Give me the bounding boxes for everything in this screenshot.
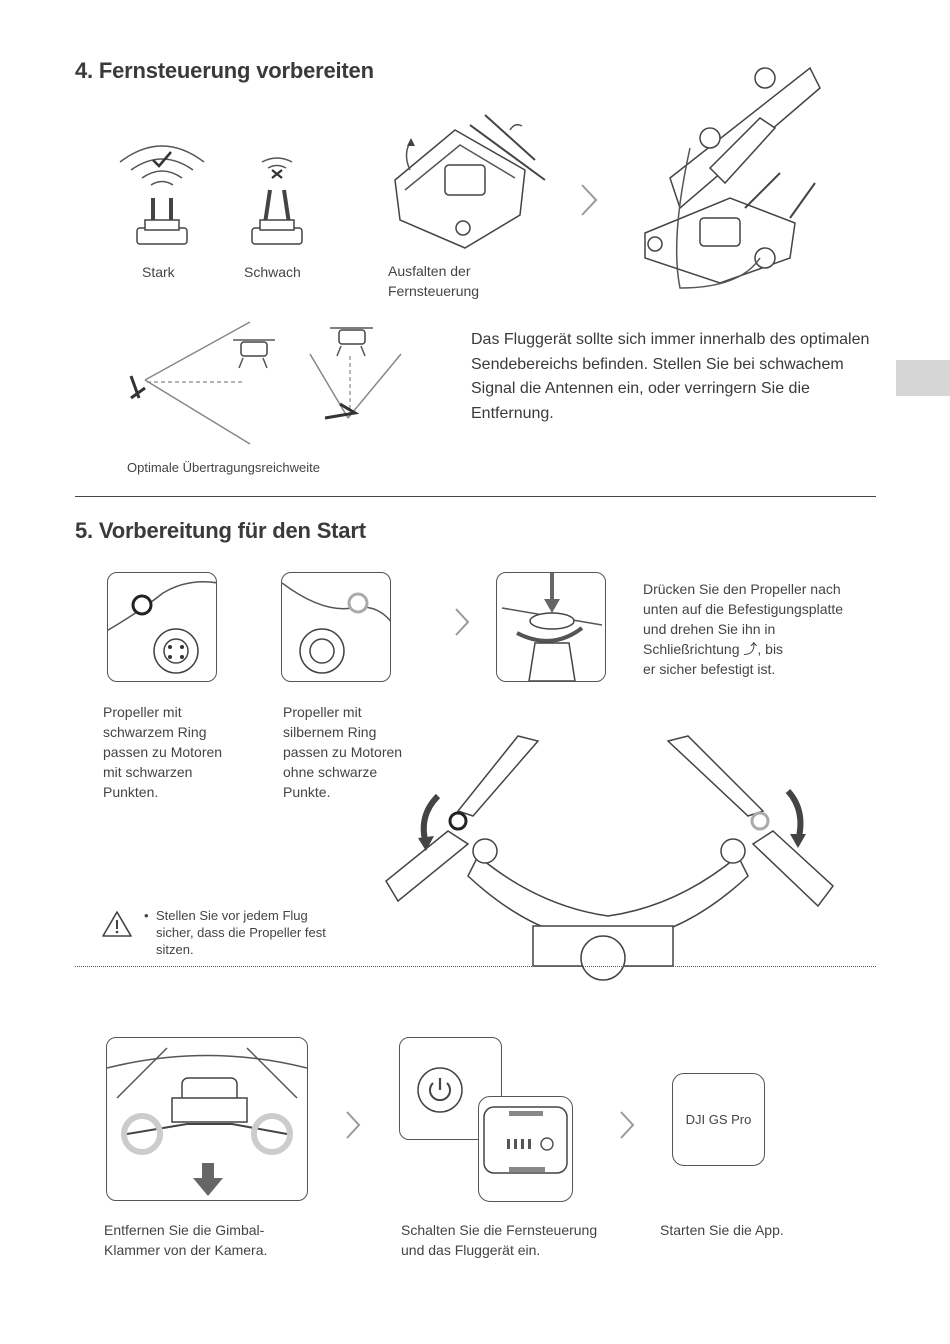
- black-ring-caption: Propeller mit schwarzem Ring passen zu M…: [103, 704, 223, 800]
- dji-gs-pro-app-tile[interactable]: DJI GS Pro: [672, 1073, 765, 1166]
- silver-ring-motor-image: [281, 572, 391, 682]
- silver-ring-caption: Propeller mit silbernem Ring passen zu M…: [283, 704, 403, 800]
- warning-text: Stellen Sie vor jedem Flug sicher, dass …: [156, 908, 326, 957]
- press-instructions: Drücken Sie den Propeller nach unten auf…: [643, 581, 844, 677]
- chevron-right-icon: [455, 608, 470, 636]
- black-ring-motor-image: [107, 572, 217, 682]
- section-divider: [75, 496, 876, 497]
- drone-near-icon: [233, 339, 275, 369]
- app-caption: Starten Sie die App.: [660, 1222, 784, 1238]
- section4-title: 4. Fernsteuerung vorbereiten: [75, 58, 374, 83]
- rc-with-device-illustration: [644, 66, 821, 289]
- warning-triangle-icon: [102, 911, 132, 937]
- battery-image: [478, 1096, 573, 1202]
- gimbal-caption: Entfernen Sie die Gimbal- Klammer von de…: [104, 1222, 268, 1258]
- dotted-divider: [75, 966, 876, 967]
- weak-signal-illustration: [251, 157, 303, 245]
- drone-overhead-icon: [330, 327, 373, 357]
- app-tile-label: DJI GS Pro: [685, 1112, 752, 1127]
- section4-paragraph: Das Fluggerät sollte sich immer innerhal…: [471, 331, 870, 422]
- section5-title: 5. Vorbereitung für den Start: [75, 518, 366, 543]
- label-range: Optimale Übertragungsreichweite: [127, 460, 320, 475]
- label-strong: Stark: [142, 264, 175, 280]
- power-caption: Schalten Sie die Fernsteuerung und das F…: [401, 1222, 598, 1258]
- transmission-range-diagram: [129, 321, 402, 445]
- unfold-rc-illustration: [394, 114, 546, 249]
- gimbal-clamp-image: [106, 1037, 308, 1201]
- label-unfold: Ausfalten der Fernsteuerung: [388, 263, 480, 299]
- side-tab: [896, 360, 950, 396]
- warning-bullet: •: [144, 908, 149, 923]
- cross-icon: [271, 169, 283, 179]
- check-icon: [152, 151, 172, 168]
- chevron-right-icon: [346, 1111, 361, 1139]
- chevron-right-icon: [581, 184, 598, 216]
- strong-signal-illustration: [119, 145, 205, 245]
- label-weak: Schwach: [244, 264, 301, 280]
- press-propeller-image: [496, 572, 606, 682]
- chevron-right-icon: [620, 1111, 635, 1139]
- arrow-down-icon: [193, 1163, 223, 1196]
- drone-propeller-illustration: [385, 735, 835, 981]
